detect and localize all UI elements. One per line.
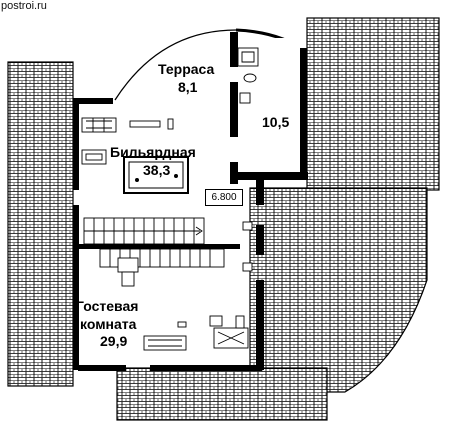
roof-bottom [116,367,328,421]
roof-right-arc [249,187,428,393]
room-area-billiard: 38,3 [143,162,171,178]
room-name-guest-line1: Гостевая [76,298,139,314]
room-area-round-room: 10,5 [262,114,290,130]
level-mark: 6.800 [205,189,243,206]
walls [73,32,308,371]
room-area-guest: 29,9 [100,333,128,349]
furniture [81,47,259,351]
terrace-arc [114,29,237,101]
staircase [83,217,225,268]
room-name-guest-line2: комната [80,316,137,332]
roof-left [7,61,74,387]
watermark: postroi.ru [1,0,47,12]
roof-right-upper [306,17,440,191]
room-name-billiard: Бильярдная [110,144,196,160]
room-area-terrace: 8,1 [178,79,198,95]
billiard-table [123,156,189,194]
room-name-terrace: Терраса [158,61,215,77]
